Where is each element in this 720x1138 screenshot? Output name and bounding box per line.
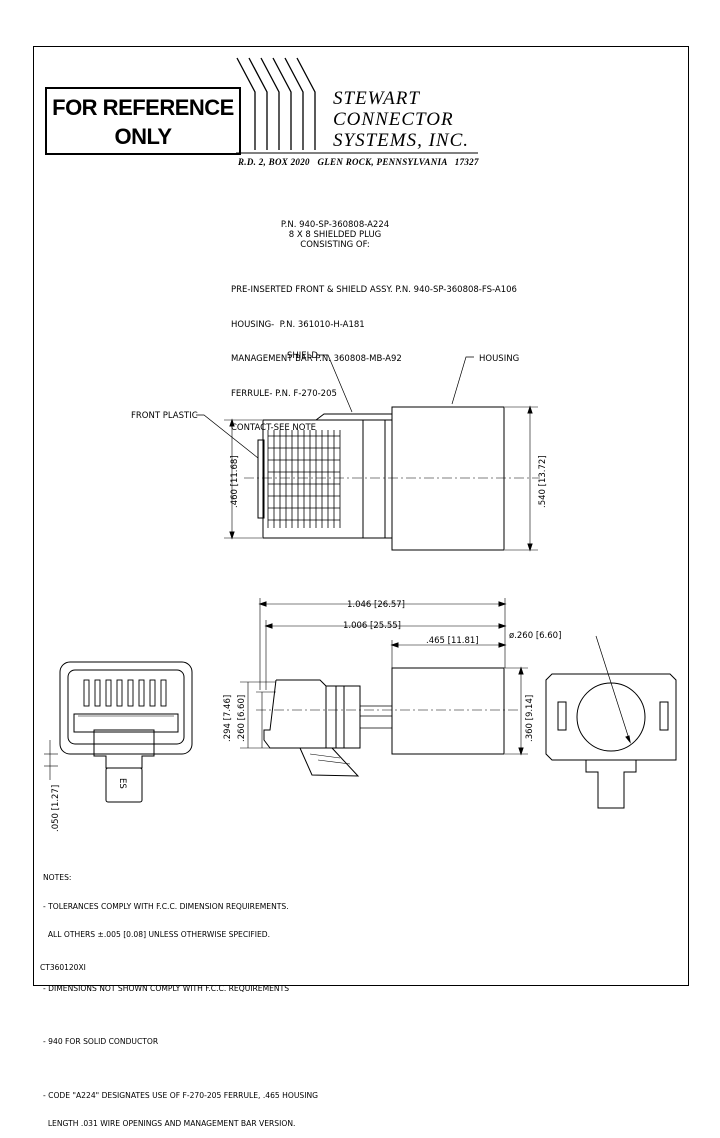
note-line: - TOLERANCES COMPLY WITH F.C.C. DIMENSIO…: [43, 901, 289, 911]
front-plastic-callout: FRONT PLASTIC: [131, 411, 198, 421]
component-item: FERRULE- P.N. F-270-205: [231, 388, 337, 399]
dim-plug-height: .260 [6.60]: [237, 695, 247, 742]
dim-inner-length: 1.006 [25.55]: [343, 621, 401, 631]
part-number: P.N. 940-SP-360808-A224: [280, 220, 390, 230]
rear-end-view: [545, 635, 677, 809]
notes-block: NOTES: - TOLERANCES COMPLY WITH F.C.C. D…: [43, 854, 318, 1138]
front-end-view: [44, 661, 193, 803]
dim-housing-length: .465 [11.81]: [426, 636, 479, 646]
dim-ferrule-diameter: ø.260 [6.60]: [509, 631, 561, 641]
technical-drawing: SHIELD HOUSING FRONT PLASTIC .460 [11.68…: [44, 57, 677, 832]
component-item: CONTACT-SEE NOTE: [231, 423, 317, 433]
part-number-block: P.N. 940-SP-360808-A224 8 X 8 SHIELDED P…: [200, 220, 470, 250]
company-name-line-2: CONNECTOR: [333, 109, 454, 130]
company-address: R.D. 2, BOX 2020 GLEN ROCK, PENNSYLVANIA…: [238, 157, 479, 167]
side-view: [196, 354, 540, 552]
component-item: MANAGEMENT BAR P.N. 360808-MB-A92: [231, 354, 402, 364]
note-line: - DIMENSIONS NOT SHOWN COMPLY WITH F.C.C…: [43, 983, 290, 993]
component-item: PRE-INSERTED FRONT & SHIELD ASSY. P.N. 9…: [231, 285, 517, 295]
dim-front-height: .460 [11.68]: [230, 455, 240, 508]
note-line: ALL OTHERS ±.005 [0.08] UNLESS OTHERWISE…: [43, 930, 271, 939]
note-line: LENGTH .031 WIRE OPENINGS AND MANAGEMENT…: [43, 1119, 296, 1128]
company-name: STEWART CONNECTOR SYSTEMS, INC.: [333, 88, 469, 151]
bottom-side-view: [240, 598, 528, 777]
dim-tab-height: .050 [1.27]: [51, 785, 61, 832]
note-line: - 940 FOR SOLID CONDUCTOR: [43, 1037, 159, 1046]
company-logo-icon: [236, 57, 316, 150]
component-list: PRE-INSERTED FRONT & SHIELD ASSY. P.N. 9…: [231, 262, 517, 446]
component-item: HOUSING- P.N. 361010-H-A181: [231, 319, 365, 330]
notes-heading: NOTES:: [43, 873, 72, 882]
drawing-border: [33, 46, 689, 986]
reference-stamp: FOR REFERENCE ONLY: [45, 87, 241, 155]
drawing-id: CT360120XI: [40, 963, 86, 972]
part-consisting: CONSISTING OF:: [300, 240, 370, 250]
reference-stamp-line-2: ONLY: [114, 124, 172, 149]
dim-latch-height: .294 [7.46]: [223, 695, 233, 742]
shield-callout: SHIELD: [287, 351, 318, 361]
dim-overall-length: 1.046 [26.57]: [347, 600, 405, 610]
end-view-mark: ES: [117, 778, 127, 789]
company-name-line-1: STEWART: [333, 88, 420, 109]
note-line: - CODE "A224" DESIGNATES USE OF F-270-20…: [43, 1090, 319, 1100]
company-name-line-3: SYSTEMS, INC.: [333, 130, 469, 151]
part-description: 8 X 8 SHIELDED PLUG: [288, 230, 382, 240]
dim-rear-height: .360 [9.14]: [525, 695, 535, 742]
reference-stamp-line-1: FOR REFERENCE: [52, 95, 234, 120]
housing-callout: HOUSING: [479, 354, 519, 364]
dim-housing-height: .540 [13.72]: [538, 455, 548, 508]
